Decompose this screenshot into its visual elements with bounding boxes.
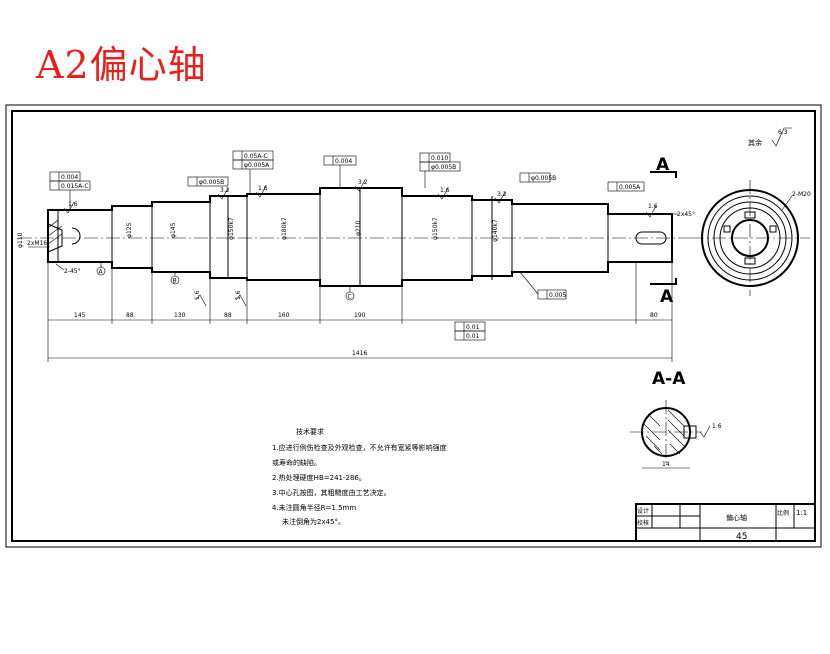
dim-diameter-2: φ125	[126, 222, 133, 238]
svg-text:0.015A-C: 0.015A-C	[61, 183, 89, 190]
svg-text:130: 130	[174, 312, 186, 319]
svg-text:A: A	[656, 155, 670, 175]
svg-text:0.004: 0.004	[335, 158, 352, 165]
svg-text:3.2: 3.2	[220, 187, 230, 194]
svg-text:1.6: 1.6	[194, 290, 201, 300]
svg-text:3.中心孔按图，其粗糙度由工艺决定。: 3.中心孔按图，其粗糙度由工艺决定。	[272, 488, 391, 497]
svg-text:160: 160	[278, 312, 290, 319]
svg-text:45: 45	[736, 532, 747, 542]
dim-diameter-6: φ210	[355, 220, 362, 236]
length-dimensions: 145 88 130 88 160 190 80 1416	[47, 262, 673, 362]
title-block: 设计 校核 偏心轴 比例 1:1 45	[635, 503, 816, 542]
svg-text:0.01: 0.01	[466, 324, 480, 331]
dim-diameter-7: φ150k7	[432, 217, 439, 240]
svg-text:A: A	[660, 287, 674, 307]
svg-text:0.01: 0.01	[466, 333, 480, 340]
svg-text:0.005: 0.005	[549, 292, 566, 299]
overall-length: 1416	[352, 350, 367, 357]
dim-diameter-3: φ145	[170, 222, 177, 238]
end-view: 2-M20	[690, 180, 811, 296]
svg-text:比例: 比例	[777, 509, 789, 517]
inner-frame	[11, 110, 816, 542]
shaft-outline	[47, 187, 673, 287]
svg-text:0.010: 0.010	[431, 155, 448, 162]
svg-text:145: 145	[74, 312, 86, 319]
tolerance-frames: 0.004 0.015A-C 0.05A-C φ0.005A φ0.005B 0…	[49, 150, 645, 341]
svg-text:B: B	[173, 278, 177, 285]
technical-notes: 技术要求 1.应进行例伤检查及外观检查，不允许有宽紧等影响强度 或寿命的缺陷。 …	[272, 427, 447, 526]
svg-text:偏心轴: 偏心轴	[726, 513, 747, 522]
svg-text:88: 88	[224, 312, 232, 319]
svg-text:4.未注圆角半径R=1.5mm: 4.未注圆角半径R=1.5mm	[272, 503, 356, 512]
section-marks: A A	[650, 155, 677, 307]
svg-text:A-A: A-A	[652, 369, 686, 389]
svg-text:0.004: 0.004	[61, 174, 78, 181]
svg-text:88: 88	[126, 312, 134, 319]
svg-text:2-M20: 2-M20	[792, 191, 811, 198]
svg-text:1:1: 1:1	[796, 509, 807, 517]
svg-text:3.2: 3.2	[497, 191, 507, 198]
svg-text:1.6: 1.6	[235, 290, 242, 300]
surface-finish-rest: 其余 6.3	[748, 127, 792, 147]
svg-text:0.005A: 0.005A	[619, 184, 641, 191]
svg-text:A: A	[99, 269, 104, 276]
svg-text:1.6: 1.6	[712, 423, 722, 430]
svg-text:C: C	[348, 294, 352, 301]
dim-diameter-4: φ150k7	[228, 217, 235, 240]
svg-text:未注倒角为2x45°。: 未注倒角为2x45°。	[282, 517, 345, 526]
svg-text:φ0.005B: φ0.005B	[531, 175, 556, 182]
svg-text:6.3: 6.3	[778, 129, 788, 136]
svg-text:0.05A-C: 0.05A-C	[244, 153, 268, 160]
svg-text:校核: 校核	[637, 519, 649, 527]
svg-text:其余: 其余	[748, 138, 762, 147]
svg-text:14: 14	[662, 461, 670, 468]
drawing-title: A2偏心轴	[36, 43, 207, 87]
chamfer-right-label: 2x45°	[677, 211, 695, 218]
section-a-a: A-A 14 1.6	[630, 369, 722, 469]
svg-text:设计: 设计	[637, 507, 649, 515]
svg-text:φ0.005A: φ0.005A	[244, 162, 270, 169]
svg-text:φ0.005B: φ0.005B	[431, 164, 456, 171]
dim-diameter-8: φ140k7	[492, 219, 499, 242]
svg-text:190: 190	[354, 312, 366, 319]
svg-text:1.6: 1.6	[68, 201, 78, 208]
svg-text:或寿命的缺陷。: 或寿命的缺陷。	[272, 458, 321, 467]
svg-text:技术要求: 技术要求	[296, 427, 324, 436]
dim-diameter-5: φ180k7	[281, 217, 288, 240]
svg-text:1.应进行例伤检查及外观检查，不允许有宽紧等影响强度: 1.应进行例伤检查及外观检查，不允许有宽紧等影响强度	[272, 443, 447, 452]
svg-text:1.6: 1.6	[440, 187, 450, 194]
svg-text:3.2: 3.2	[358, 179, 368, 186]
svg-text:1.6: 1.6	[258, 185, 268, 192]
svg-text:80: 80	[650, 312, 658, 319]
svg-text:1.6: 1.6	[648, 203, 658, 210]
outer-frame	[5, 104, 822, 548]
datum-marks: A B C	[96, 262, 355, 301]
chamfer-left-label: 2-45°	[64, 268, 81, 275]
svg-text:φ0.005B: φ0.005B	[199, 179, 224, 186]
dim-diameter-1: φ110	[17, 232, 24, 248]
thread-left-label: 2xM16	[27, 240, 47, 247]
svg-text:2.热处理硬度HB=241-286。: 2.热处理硬度HB=241-286。	[272, 473, 366, 482]
roughness-marks: 1.6 3.2 1.6 3.2 1.6 3.2 1.6 1.6 1.6	[63, 179, 658, 307]
